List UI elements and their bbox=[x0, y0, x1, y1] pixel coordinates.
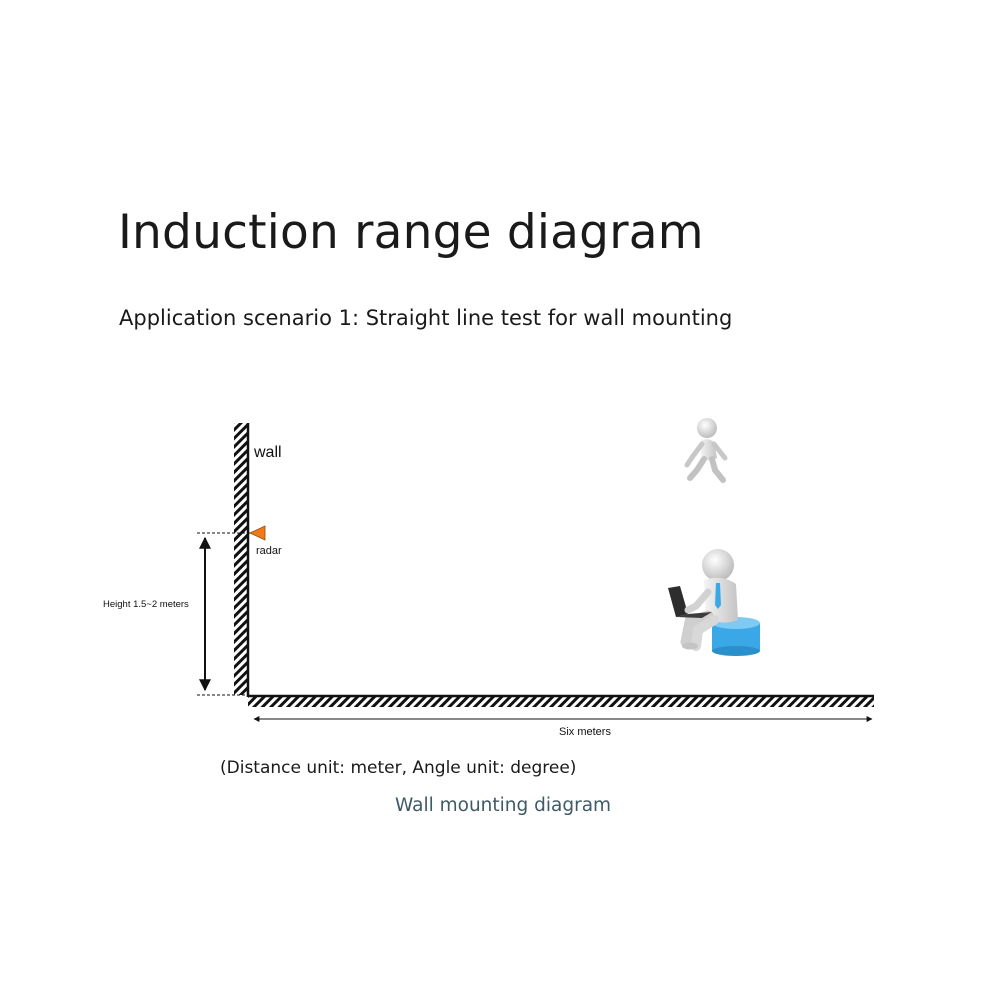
unit-note: (Distance unit: meter, Angle unit: degre… bbox=[220, 758, 577, 778]
radar-label: radar bbox=[256, 545, 282, 557]
seated-person-laptop-icon bbox=[668, 549, 760, 656]
height-label: Height 1.5~2 meters bbox=[103, 599, 189, 610]
page-subtitle: Application scenario 1: Straight line te… bbox=[119, 306, 733, 330]
page-title: Induction range diagram bbox=[118, 205, 704, 260]
wall bbox=[234, 423, 250, 697]
height-dimension bbox=[197, 532, 250, 696]
diagram-caption: Wall mounting diagram bbox=[395, 795, 612, 816]
walking-person-icon bbox=[684, 418, 728, 483]
radar-sensor-icon bbox=[249, 525, 266, 541]
wall-label: wall bbox=[254, 444, 282, 461]
floor bbox=[248, 694, 874, 707]
distance-label: Six meters bbox=[559, 726, 611, 738]
